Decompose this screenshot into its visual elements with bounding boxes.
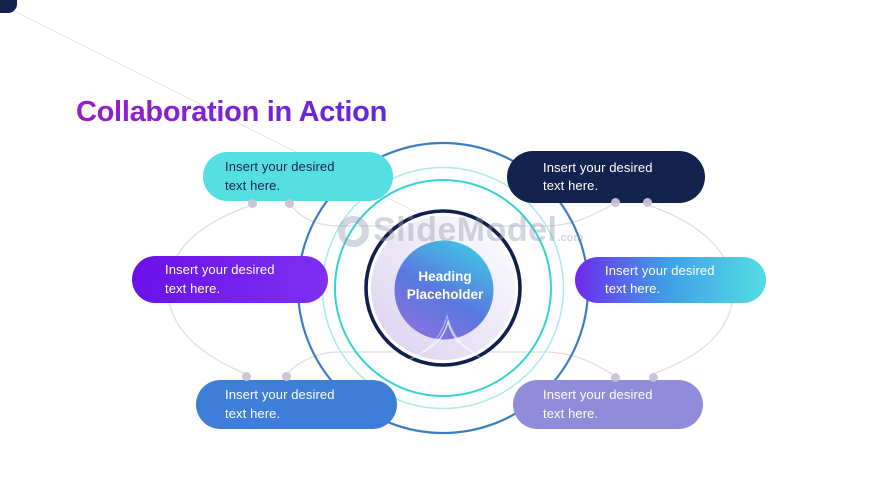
pill-text-line1: Insert your desired bbox=[225, 387, 335, 402]
heading-placeholder[interactable]: Heading Placeholder bbox=[383, 268, 507, 304]
pill-text-line2: text here. bbox=[225, 405, 281, 421]
pill-text-line2: text here. bbox=[605, 281, 661, 296]
heading-line1: Heading bbox=[418, 269, 472, 284]
watermark-text: SlideModel bbox=[373, 211, 558, 249]
pill-text-line2: text here. bbox=[543, 178, 599, 193]
connector-dot bbox=[642, 197, 652, 207]
connector-dot bbox=[241, 371, 251, 381]
pill-middle-left[interactable]: Insert your desired text here. bbox=[132, 256, 328, 303]
pill-text-line2: text here. bbox=[543, 405, 599, 421]
pill-text-line1: Insert your desired bbox=[543, 387, 653, 402]
pill-text-line1: Insert your desired bbox=[543, 159, 653, 175]
center-gradient-disc bbox=[394, 240, 494, 340]
peak-ornament bbox=[402, 313, 492, 363]
pill-text-line2: text here. bbox=[225, 177, 281, 193]
pill-bottom-right[interactable]: Insert your desired text here. bbox=[513, 380, 703, 429]
connector-dot bbox=[284, 198, 294, 208]
connector-dot bbox=[648, 372, 658, 382]
connector-dot bbox=[610, 372, 620, 382]
pill-middle-right[interactable]: Insert your desired text here. bbox=[575, 257, 766, 303]
pill-top-right[interactable]: Insert your desired text here. bbox=[507, 151, 705, 203]
slide-title[interactable]: Collaboration in Action bbox=[76, 96, 388, 128]
teal-ring bbox=[334, 179, 552, 397]
connector-dot bbox=[610, 197, 620, 207]
watermark-suffix: .com bbox=[557, 232, 584, 244]
pill-text-line2: text here. bbox=[165, 280, 221, 296]
pill-text-line1: Insert your desired bbox=[165, 262, 275, 277]
connector-dot bbox=[247, 198, 257, 208]
pill-bottom-left[interactable]: Insert your desired text here. bbox=[196, 380, 397, 429]
heading-line2: Placeholder bbox=[406, 287, 484, 302]
pill-top-left[interactable]: Insert your desired text here. bbox=[203, 152, 393, 201]
watermark: SlideModel .com bbox=[338, 213, 583, 247]
corner-accent-shape bbox=[0, 0, 17, 13]
pill-text-line1: Insert your desired bbox=[225, 159, 335, 174]
slidemodel-logo-icon bbox=[338, 216, 369, 247]
pill-text-line1: Insert your desired bbox=[605, 262, 715, 278]
connector-dot bbox=[281, 371, 291, 381]
